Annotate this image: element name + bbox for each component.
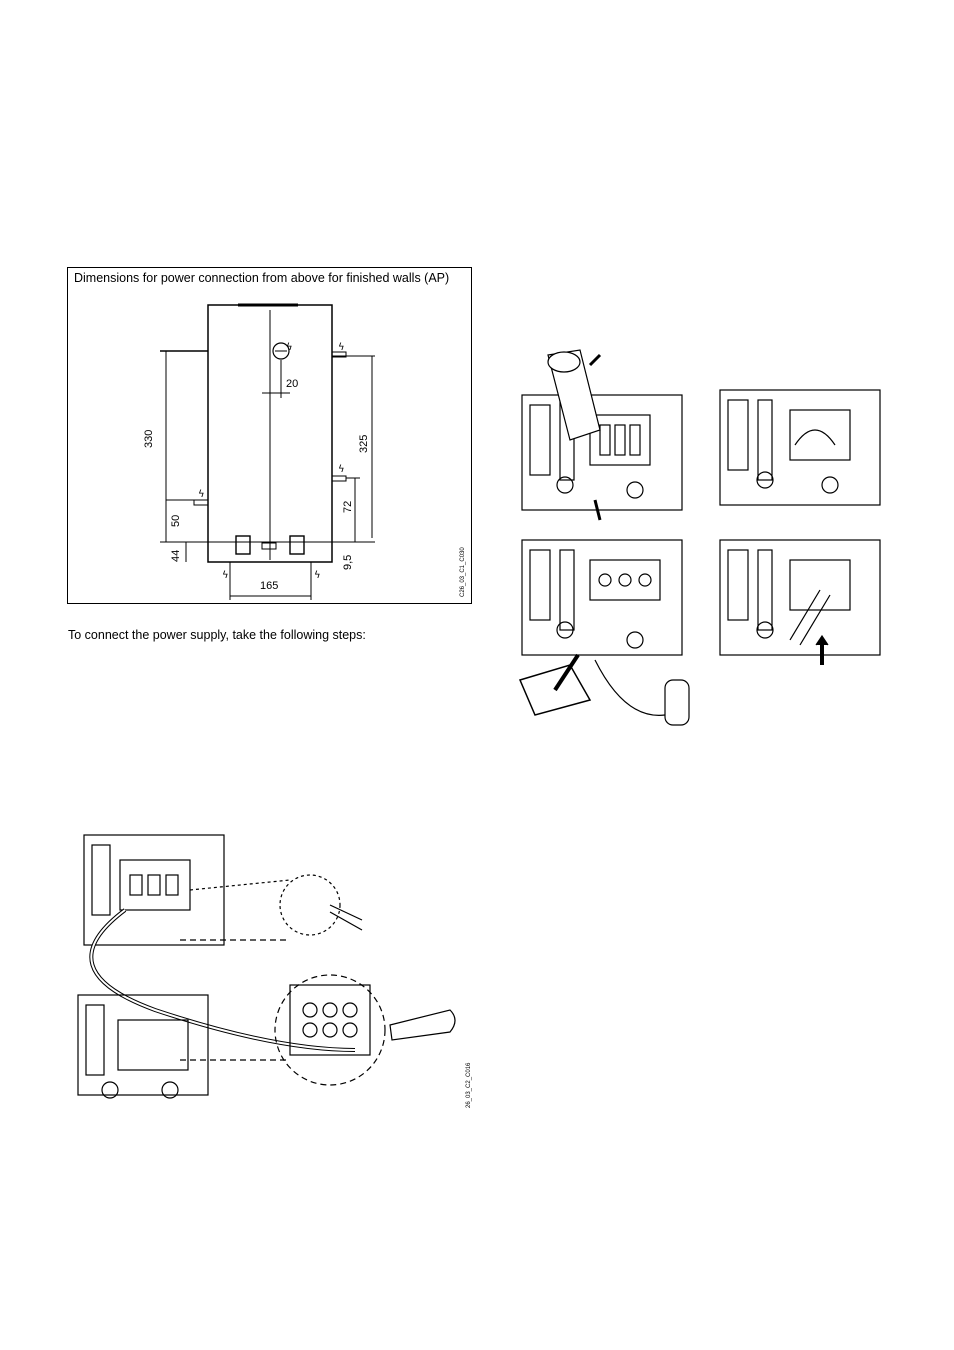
wiring-figure-code: 26_03_C2_C016	[466, 1063, 472, 1108]
